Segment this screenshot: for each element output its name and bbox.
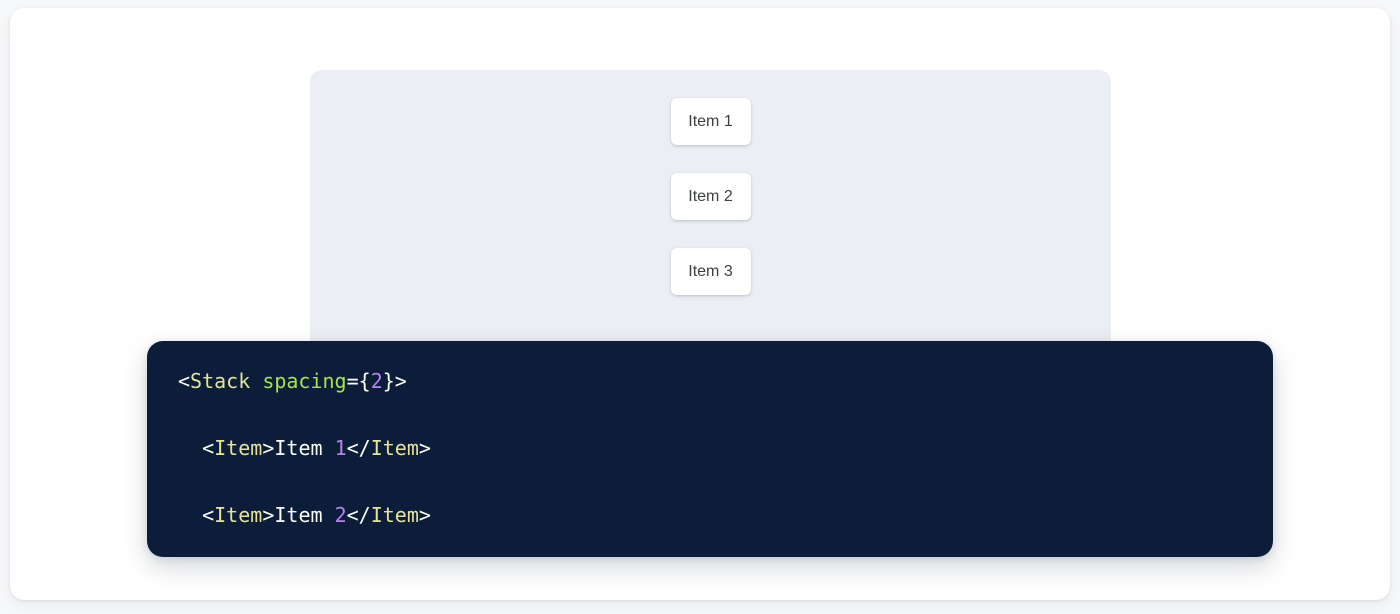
- stack-item[interactable]: Item 1: [670, 98, 751, 145]
- code-token-text: Item: [274, 503, 335, 527]
- code-token-punct: >: [418, 503, 431, 527]
- code-token-text: Item: [274, 436, 335, 460]
- code-token-tag: Item: [370, 436, 419, 460]
- code-indent: [178, 503, 202, 527]
- code-token-tag: Item: [214, 436, 263, 460]
- code-indent: [178, 436, 202, 460]
- code-token-punct: <: [202, 503, 215, 527]
- code-token-num: 2: [334, 503, 347, 527]
- code-line: <Stack spacing={2}>: [178, 365, 431, 399]
- content-card: Item 1 Item 2 Item 3 <Stack spacing={2}>…: [10, 8, 1390, 600]
- code-text: <Stack spacing={2}> <Item>Item 1</Item> …: [178, 365, 431, 557]
- code-token-punct: >: [418, 436, 431, 460]
- stack-item[interactable]: Item 2: [670, 173, 751, 220]
- code-token-punct: =: [346, 369, 359, 393]
- code-token-tag: Stack: [190, 369, 251, 393]
- stack-item-label: Item 1: [688, 112, 733, 130]
- code-token-punct: </: [346, 503, 371, 527]
- code-token-punct: <: [202, 436, 215, 460]
- component-preview-panel: Item 1 Item 2 Item 3: [310, 70, 1111, 360]
- stack-item-label: Item 3: [688, 262, 733, 280]
- code-token-punct: >: [262, 503, 275, 527]
- code-token-punct: {: [358, 369, 371, 393]
- code-snippet-block[interactable]: <Stack spacing={2}> <Item>Item 1</Item> …: [147, 341, 1273, 557]
- code-token-punct: </: [346, 436, 371, 460]
- code-line: <Item>Item 2</Item>: [178, 499, 431, 533]
- code-token-punct: <: [178, 369, 191, 393]
- code-token-punct: [250, 369, 262, 393]
- code-token-num: 2: [370, 369, 383, 393]
- stack-item[interactable]: Item 3: [670, 248, 751, 295]
- code-token-punct: >: [262, 436, 275, 460]
- code-token-punct: }: [382, 369, 395, 393]
- stack-item-label: Item 2: [688, 187, 733, 205]
- stack-container: Item 1 Item 2 Item 3: [310, 98, 1111, 295]
- code-line: <Item>Item 1</Item>: [178, 432, 431, 466]
- code-token-tag: Item: [370, 503, 419, 527]
- code-token-num: 1: [334, 436, 347, 460]
- code-token-tag: Item: [214, 503, 263, 527]
- code-token-punct: >: [394, 369, 407, 393]
- code-token-attr: spacing: [262, 369, 347, 393]
